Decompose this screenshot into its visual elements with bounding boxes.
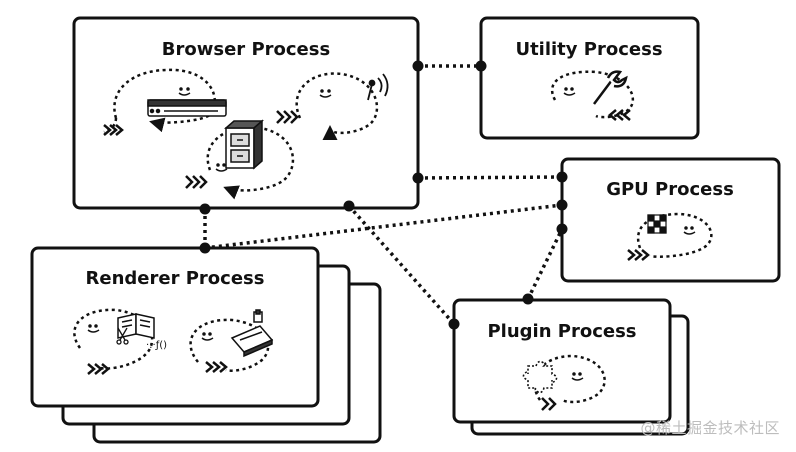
- connections: [203, 64, 564, 326]
- dot-browser-utility-start: [412, 60, 424, 72]
- renderer-process-title: Renderer Process: [86, 268, 265, 289]
- wrench-icon: [593, 70, 628, 105]
- gpu-process-title: GPU Process: [606, 179, 734, 200]
- chevrons-icon: [608, 109, 631, 121]
- dot-browser-plugin-end: [448, 318, 460, 330]
- dot-browser-plugin-start: [343, 200, 355, 212]
- browser-process-box: Browser Process: [72, 16, 420, 210]
- dot-plugin-gpu-start: [522, 293, 534, 305]
- face-icon: [201, 332, 214, 341]
- file-cabinet-icon: [224, 119, 264, 170]
- browser-thread-2: [295, 72, 379, 141]
- drawing-board-icon: [230, 309, 274, 358]
- dot-browser-utility-end: [475, 60, 487, 72]
- server-icon: [147, 99, 227, 117]
- renderer-thread-1: [73, 308, 154, 370]
- dot-browser-renderer-end: [199, 242, 211, 254]
- puzzle-piece-icon: [522, 360, 558, 394]
- chevrons-icon: [627, 249, 650, 261]
- face-icon: [683, 226, 696, 235]
- chevrons-icon: [541, 397, 557, 411]
- chevrons-icon: [87, 363, 110, 375]
- face-icon: [563, 87, 576, 96]
- dot-browser-gpu-start: [412, 172, 424, 184]
- utility-process-box: Utility Process: [479, 16, 700, 140]
- face-icon: [215, 163, 228, 172]
- chevrons-icon: [205, 361, 228, 373]
- connection-dots: [199, 60, 568, 330]
- browser-process-title: Browser Process: [162, 39, 330, 60]
- face-icon: [319, 89, 332, 98]
- connector-browser-gpu: [417, 175, 563, 180]
- gpu-process-box: GPU Process: [560, 157, 781, 283]
- plugin-process-stack: Plugin Process: [452, 298, 690, 436]
- face-icon: [178, 87, 191, 96]
- utility-process-title: Utility Process: [515, 39, 662, 60]
- dot-renderer-gpu-end: [556, 199, 568, 211]
- grid-chip-icon: [647, 214, 667, 234]
- formula-glyph: ·:·ƒ(): [146, 340, 167, 351]
- browser-thread-3: [206, 126, 295, 200]
- dot-plugin-gpu-end: [556, 223, 568, 235]
- chevrons-icon: [103, 124, 124, 136]
- face-icon: [87, 324, 100, 333]
- watermark-text: @稀土掘金技术社区: [640, 419, 780, 437]
- chevrons-icon: [276, 110, 299, 124]
- plugin-process-title: Plugin Process: [487, 321, 636, 342]
- scissors-icon: [116, 327, 129, 345]
- connector-plugin-gpu: [526, 228, 564, 300]
- book-icon: [117, 313, 155, 339]
- face-icon: [571, 372, 584, 381]
- renderer-process-stack: Renderer Process ·:·ƒ(): [30, 246, 382, 444]
- chevrons-icon: [185, 175, 208, 189]
- dot-browser-gpu-end: [556, 171, 568, 183]
- dot-browser-renderer-start: [199, 203, 211, 215]
- wifi-signal-icon: [367, 73, 389, 101]
- connector-renderer-gpu: [204, 203, 563, 250]
- connector-browser-plugin: [347, 204, 456, 326]
- gpu-thread: [637, 212, 713, 258]
